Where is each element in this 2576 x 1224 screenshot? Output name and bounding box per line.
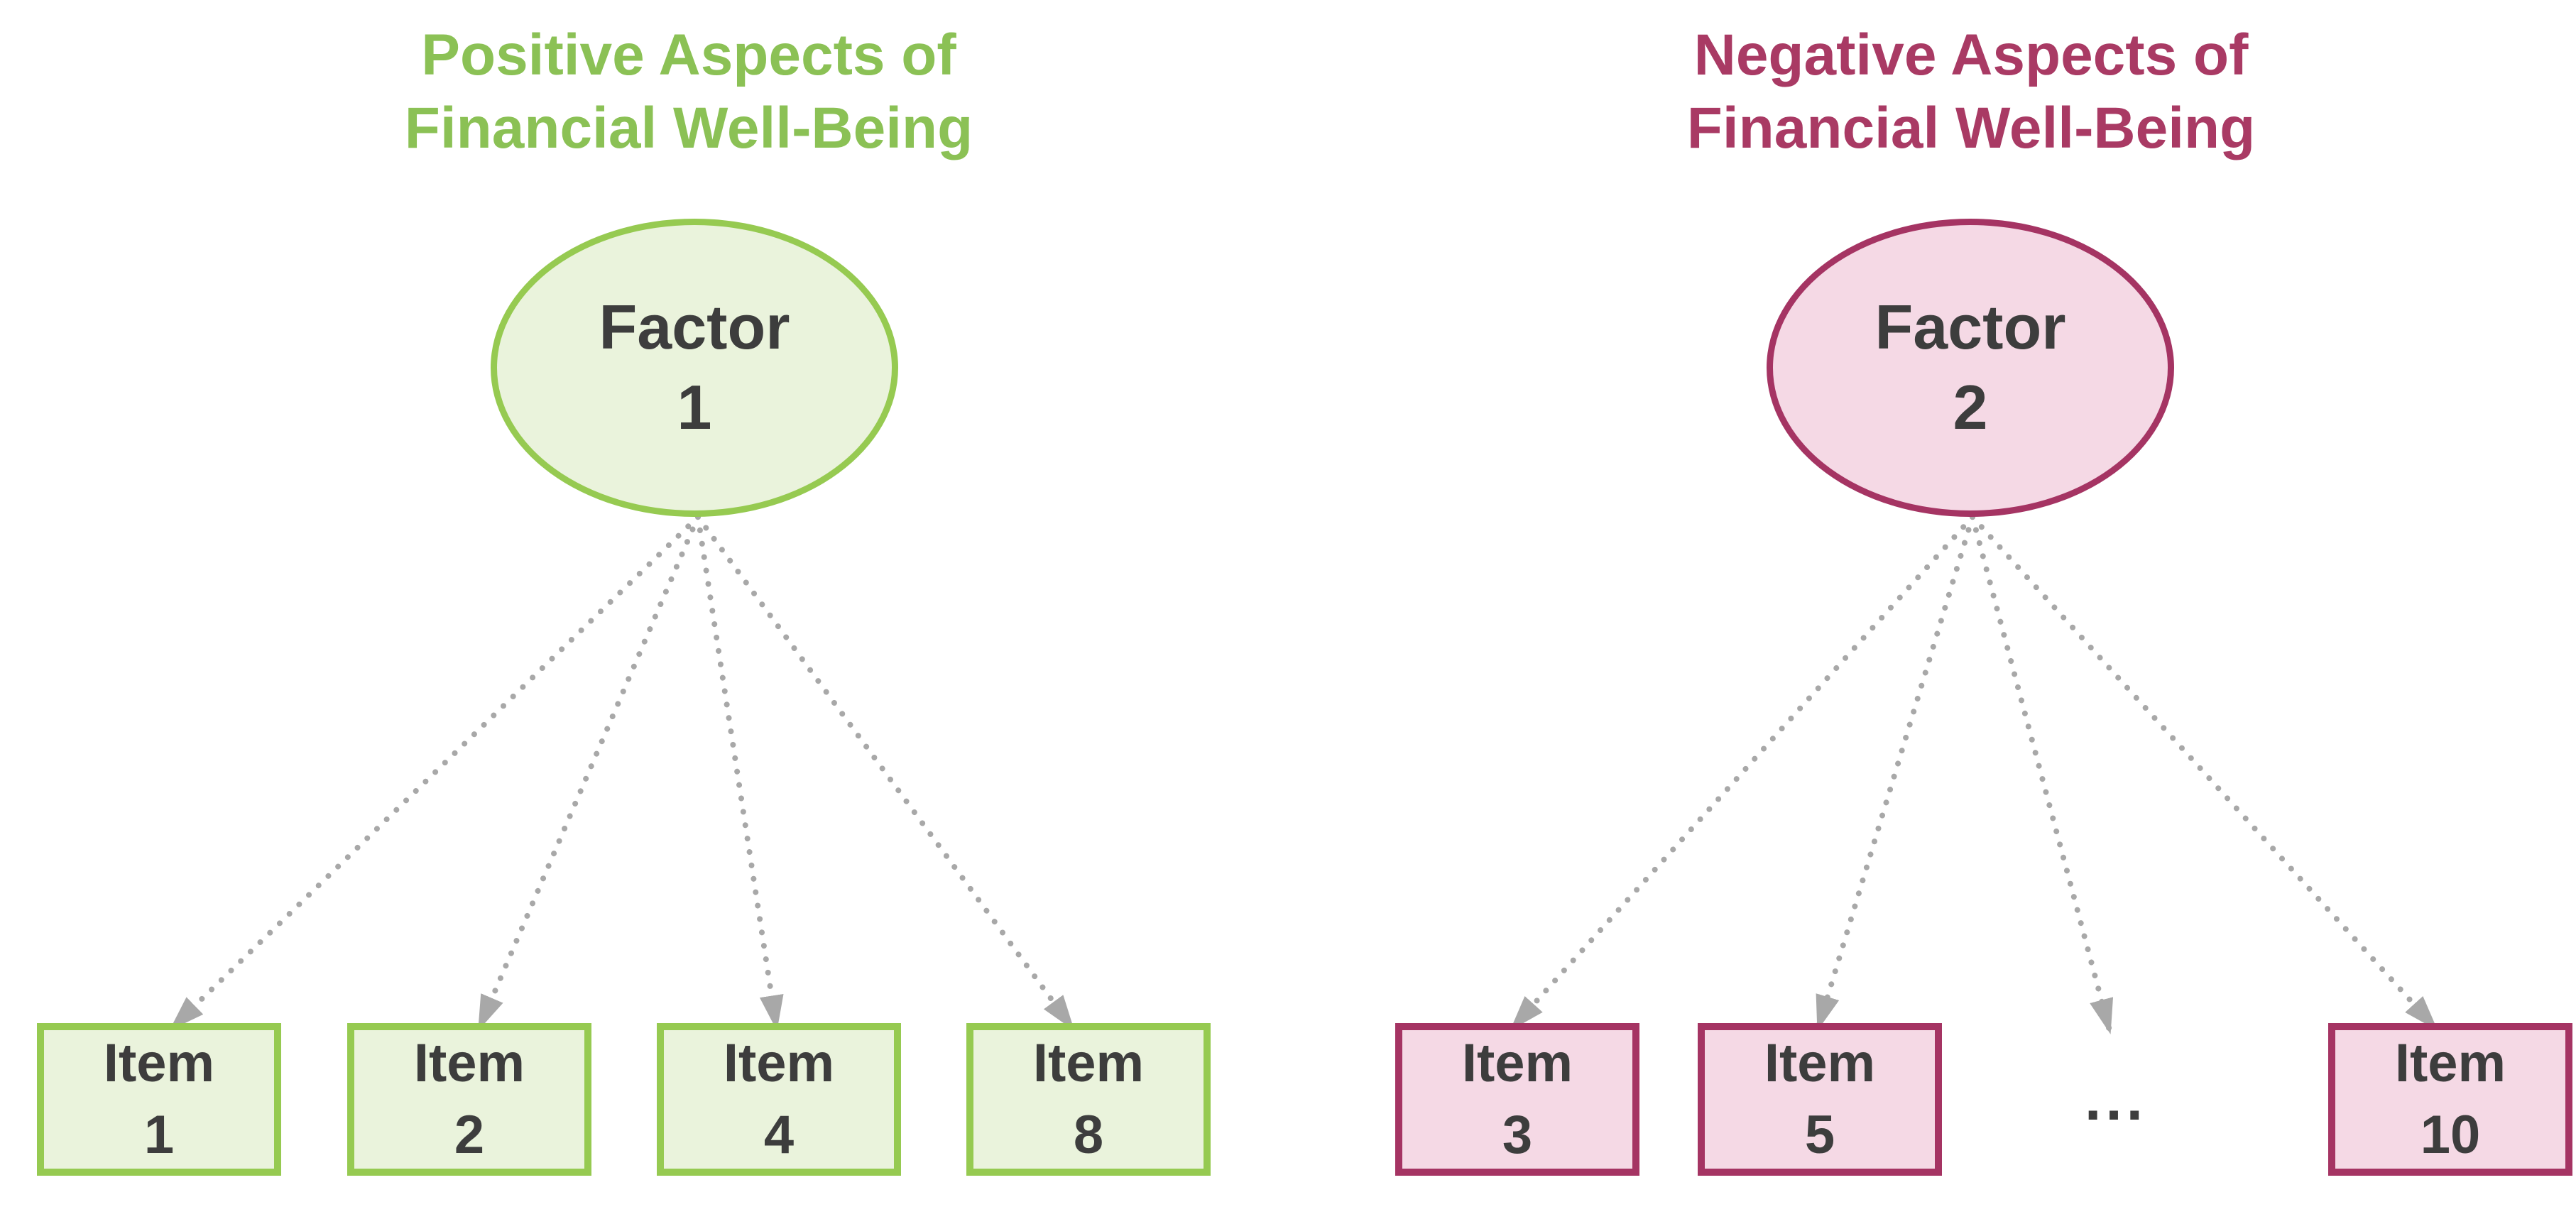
item-4-box: Item 4 [657,1023,901,1176]
factor-1-label: Factor 1 [599,292,790,442]
item-1-box: Item 1 [37,1023,281,1176]
factor-2-ellipse: Factor 2 [1767,219,2174,517]
arrow-factor1-item4 [695,514,784,1032]
item-8-box: Item 8 [966,1023,1211,1176]
factor-2-label: Factor 2 [1874,292,2066,442]
positive-group-title: Positive Aspects of Financial Well-Being [404,23,973,161]
item-5-label: Item 5 [1764,1033,1876,1165]
factor-1-ellipse: Factor 1 [491,219,898,517]
arrow-factor1-item1 [168,514,701,1032]
item-4-label: Item 4 [723,1033,835,1165]
arrow-factor1-item2 [476,514,701,1032]
arrow-factor2-item5 [1815,514,1975,1032]
arrow-factor2-ellipsis [1970,514,2114,1036]
item-5-box: Item 5 [1698,1023,1942,1176]
arrow-factor2-item10 [1970,514,2440,1032]
item-8-label: Item 8 [1032,1033,1145,1165]
arrow-factor1-item8 [695,514,1076,1032]
arrow-factor2-item3 [1508,514,1975,1032]
item-10-label: Item 10 [2394,1033,2506,1165]
item-2-label: Item 2 [413,1033,525,1165]
item-10-box: Item 10 [2328,1023,2572,1176]
negative-group-title: Negative Aspects of Financial Well-Being [1686,23,2256,161]
item-1-label: Item 1 [103,1033,215,1165]
item-3-box: Item 3 [1395,1023,1639,1176]
item-3-label: Item 3 [1461,1033,1573,1165]
item-2-box: Item 2 [347,1023,591,1176]
items-ellipsis-label: ... [2084,1066,2147,1132]
